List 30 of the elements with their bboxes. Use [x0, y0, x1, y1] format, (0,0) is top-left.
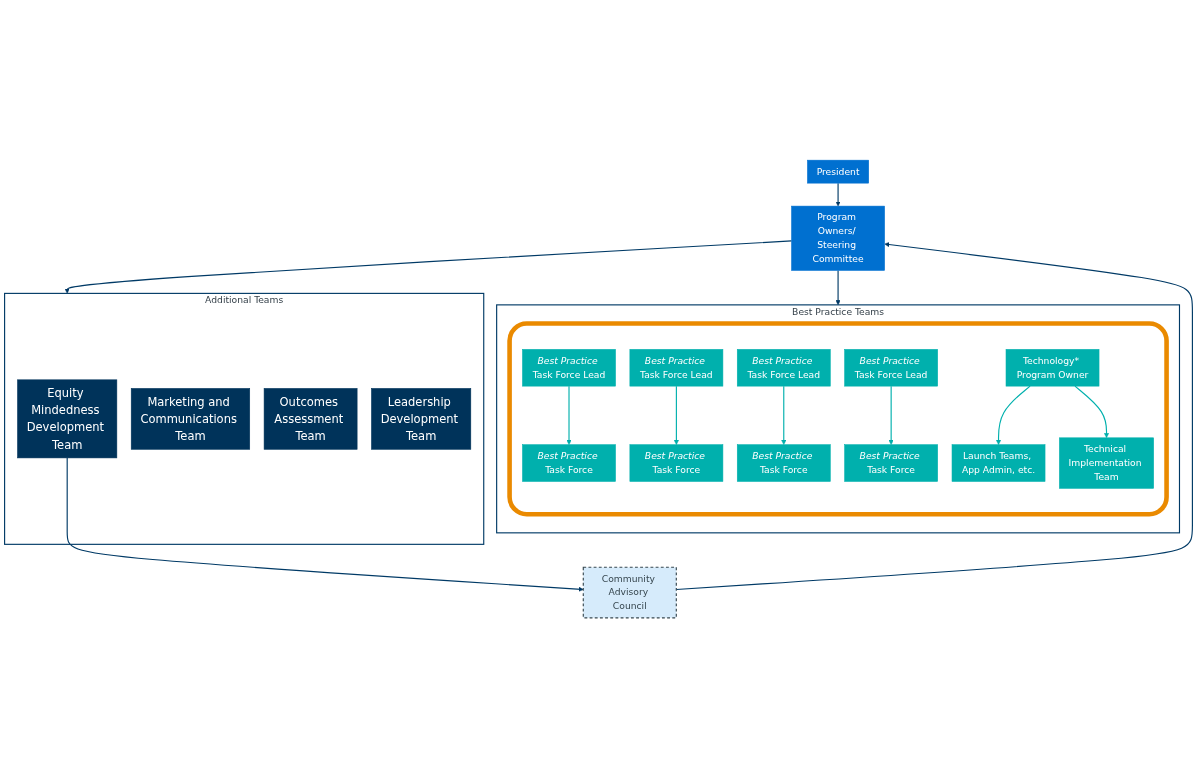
node-box: Best Practice Task Force — [522, 444, 616, 482]
node-box: Best Practice Task Force Lead — [736, 349, 831, 387]
node-box: Best Practice Task Force Lead — [629, 349, 724, 387]
arrow — [996, 385, 1031, 445]
arrow — [673, 385, 679, 445]
arrow — [1074, 385, 1110, 439]
node-box: Best Practice Task Force — [844, 444, 938, 482]
arrow — [566, 385, 572, 445]
node-box: Leadership Development Team — [371, 388, 472, 450]
node-box: Community Advisory Council — [582, 566, 677, 619]
node-box: Marketing and Communications Team — [130, 388, 251, 450]
node-box: President — [807, 159, 869, 184]
node-box: Launch Teams, App Admin, etc. — [951, 444, 1046, 482]
arrow — [675, 242, 1193, 591]
arrow — [64, 240, 793, 294]
node-box: Outcomes Assessment Team — [263, 388, 358, 450]
node-box: Technology* Program Owner — [1005, 349, 1100, 387]
arrow — [66, 457, 584, 592]
node-box: Best Practice Task Force — [736, 444, 831, 482]
node-box: Best Practice Task Force Lead — [844, 349, 938, 387]
arrow — [888, 385, 894, 445]
node-box: Program Owners/ Steering Committee — [791, 205, 885, 271]
arrow — [835, 269, 841, 306]
node-box: Technical Implementation Team — [1059, 437, 1154, 489]
arrow — [835, 182, 841, 207]
cluster — [507, 321, 1169, 517]
node-box: Best Practice Task Force Lead — [522, 349, 616, 387]
node-box: Equity Mindedness Development Team — [17, 379, 118, 459]
node-box: Best Practice Task Force — [629, 444, 724, 482]
arrow — [781, 385, 787, 445]
